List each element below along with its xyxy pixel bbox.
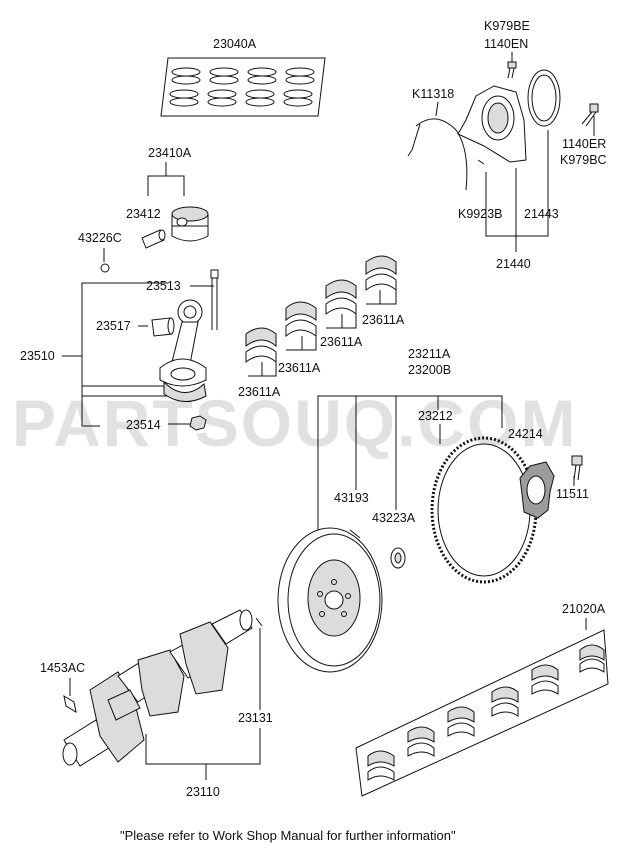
pilot-bushing[interactable] <box>390 547 406 569</box>
bearing-shell-c <box>325 279 357 316</box>
dowel-pin[interactable] <box>477 159 485 165</box>
crankshaft[interactable] <box>62 609 253 767</box>
bearing-shell-a <box>245 327 277 364</box>
label-K979BC[interactable]: K979BC <box>560 153 607 167</box>
con-rod-bushing[interactable] <box>151 317 175 337</box>
rear-oil-seal[interactable] <box>527 69 561 127</box>
label-21443[interactable]: 21443 <box>524 207 559 221</box>
label-K9923B[interactable]: K9923B <box>458 207 502 221</box>
piston-pin[interactable] <box>141 229 166 249</box>
label-23212[interactable]: 23212 <box>418 409 453 423</box>
label-23611A-4[interactable]: 23611A <box>362 313 405 327</box>
label-23110[interactable]: 23110 <box>186 785 220 799</box>
flywheel-dowel[interactable] <box>349 529 361 539</box>
label-23517[interactable]: 23517 <box>96 319 131 333</box>
label-K11318[interactable]: K11318 <box>412 87 454 101</box>
main-bearing-3 <box>491 686 519 717</box>
gasket[interactable] <box>407 118 468 191</box>
main-bearing-tray[interactable] <box>355 629 609 797</box>
label-1453AC[interactable]: 1453AC <box>40 661 85 675</box>
label-23131[interactable]: 23131 <box>238 711 273 725</box>
label-23611A-3[interactable]: 23611A <box>320 335 363 349</box>
footer-note: "Please refer to Work Shop Manual for fu… <box>120 828 456 843</box>
label-21440[interactable]: 21440 <box>496 257 531 271</box>
main-bearing-5 <box>407 726 435 757</box>
piston-ring-set[interactable] <box>160 57 326 117</box>
label-23513[interactable]: 23513 <box>146 279 181 293</box>
label-43193[interactable]: 43193 <box>334 491 369 505</box>
bearing-shell-b <box>285 301 317 338</box>
flywheel[interactable] <box>277 527 383 673</box>
main-bearing-1 <box>579 644 605 673</box>
ring-stack-3 <box>245 67 277 107</box>
label-21020A[interactable]: 21020A <box>562 602 606 616</box>
label-23412[interactable]: 23412 <box>126 207 161 221</box>
label-1140EN[interactable]: 1140EN <box>484 37 528 51</box>
seal-bolt-lower[interactable] <box>581 103 599 127</box>
label-24214[interactable]: 24214 <box>508 427 543 441</box>
rear-oil-seal-case[interactable] <box>457 85 527 163</box>
connecting-rod[interactable] <box>159 299 207 402</box>
label-11511[interactable]: 11511 <box>556 487 589 501</box>
main-bearing-6 <box>367 750 395 781</box>
label-23211A[interactable]: 23211A <box>408 347 451 361</box>
label-43223A[interactable]: 43223A <box>372 511 416 525</box>
con-rod-bolt[interactable] <box>210 269 219 330</box>
crank-key[interactable] <box>63 694 77 714</box>
ring-stack-2 <box>207 67 239 107</box>
main-bearing-2 <box>531 664 559 695</box>
label-23611A-1[interactable]: 23611A <box>238 385 281 399</box>
label-23410A[interactable]: 23410A <box>148 146 192 160</box>
ring-stack-1 <box>169 67 201 107</box>
label-1140ER[interactable]: 1140ER <box>562 137 606 151</box>
label-K979BE[interactable]: K979BE <box>484 19 530 33</box>
crank-pin[interactable] <box>255 617 263 627</box>
label-23200B[interactable]: 23200B <box>408 363 451 377</box>
ring-gear[interactable] <box>430 436 538 584</box>
label-23040A[interactable]: 23040A <box>213 37 257 51</box>
label-43226C[interactable]: 43226C <box>78 231 122 245</box>
bearing-shell-d <box>365 255 397 292</box>
label-23514[interactable]: 23514 <box>126 418 161 432</box>
piston[interactable] <box>171 206 209 242</box>
main-bearing-4 <box>447 706 475 737</box>
label-23611A-2[interactable]: 23611A <box>278 361 321 375</box>
label-23510[interactable]: 23510 <box>20 349 55 363</box>
main-bearing-shells[interactable] <box>367 644 605 781</box>
seal-bolt-upper[interactable] <box>507 61 517 79</box>
con-rod-nut[interactable] <box>189 415 207 431</box>
snap-ring[interactable] <box>100 263 110 273</box>
ring-stack-4 <box>283 67 315 107</box>
drive-plate[interactable] <box>519 461 555 519</box>
